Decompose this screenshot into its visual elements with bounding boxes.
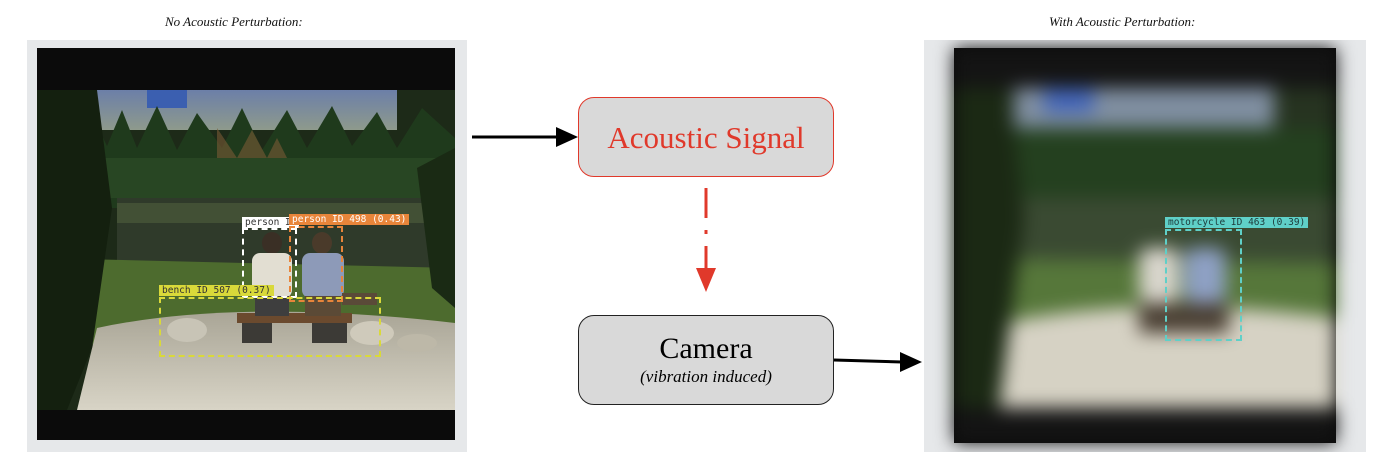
monitor-bezel: person ID person ID 498 (0.43) bench ID … [37, 48, 455, 440]
detection-box-motorcycle [1165, 229, 1242, 341]
perturbed-camera-image: motorcycle ID 463 (0.39) [924, 40, 1366, 452]
detection-label-motorcycle: motorcycle ID 463 (0.39) [1165, 217, 1309, 228]
left-caption: No Acoustic Perturbation: [165, 14, 303, 29]
detection-label-person-2: person ID 498 (0.43) [289, 214, 410, 225]
right-caption: With Acoustic Perturbation: [1049, 14, 1196, 29]
acoustic-signal-label: Acoustic Signal [607, 120, 805, 155]
camera-label: Camera [659, 332, 753, 365]
detection-label-person-1: person ID [242, 217, 300, 228]
clean-camera-image: person ID person ID 498 (0.43) bench ID … [27, 40, 467, 452]
arrow-image-to-signal [472, 127, 578, 147]
acoustic-signal-node: Acoustic Signal [578, 97, 834, 177]
arrow-camera-to-image [833, 352, 922, 372]
blurred-scene-image [954, 48, 1336, 443]
lake-scene-image [37, 48, 455, 440]
camera-node: Camera (vibration induced) [578, 315, 834, 405]
camera-sublabel: (vibration induced) [640, 367, 772, 386]
detection-box-person-2 [289, 226, 343, 302]
arrow-signal-to-camera [696, 188, 716, 292]
detection-box-bench [159, 297, 381, 357]
detection-label-bench: bench ID 507 (0.37) [159, 285, 274, 296]
monitor-bezel: motorcycle ID 463 (0.39) [954, 48, 1336, 443]
